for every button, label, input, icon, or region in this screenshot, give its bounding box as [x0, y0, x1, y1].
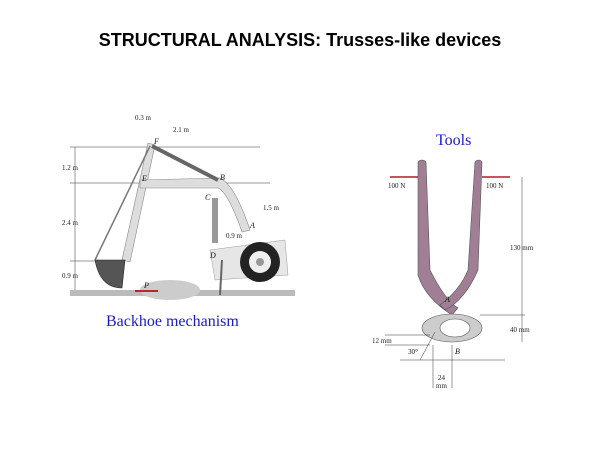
point-d: D: [209, 251, 216, 260]
dim-2.1m: 2.1 m: [173, 126, 190, 134]
angle-label: 30°: [408, 348, 418, 356]
dim-24-unit: mm: [436, 382, 447, 390]
backhoe-diagram: 0.3 m 2.1 m 1.2 m 2.4 m 0.9 m 1.5 m 0.9 …: [62, 114, 295, 300]
force-left-label: 100 N: [388, 182, 405, 190]
point-b: B: [455, 347, 460, 356]
point-e: E: [141, 174, 147, 183]
dim-2.4m: 2.4 m: [62, 219, 79, 227]
point-c: C: [205, 193, 211, 202]
dim-40mm: 40 mm: [510, 326, 530, 334]
point-a: A: [444, 295, 450, 304]
dim-1.5m: 1.5 m: [263, 204, 280, 212]
point-a: A: [249, 221, 255, 230]
dim-130mm: 130 mm: [510, 244, 534, 252]
point-b: B: [220, 173, 225, 182]
dim-12mm: 12 mm: [372, 337, 392, 345]
diagram-mark: [151, 144, 219, 182]
left-handle: [417, 159, 459, 316]
dim-1.2m: 1.2 m: [62, 164, 79, 172]
point-f: F: [153, 137, 159, 146]
point-p: P: [143, 281, 149, 290]
dim-24: 24: [438, 374, 446, 382]
dim-0.3m: 0.3 m: [135, 114, 152, 122]
force-right-label: 100 N: [486, 182, 503, 190]
diagram-mark: [94, 259, 126, 289]
diagram-mark: [256, 258, 264, 266]
dim-0.9m-b: 0.9 m: [226, 232, 243, 240]
diagram-mark: [419, 331, 436, 361]
diagram-mark: [139, 177, 251, 233]
tools-caption: Tools: [436, 132, 472, 149]
diagram-mark: [140, 280, 200, 300]
diagram-mark: [439, 318, 471, 338]
dim-0.9m: 0.9 m: [62, 272, 79, 280]
diagram-mark: [219, 259, 223, 296]
right-handle: [439, 159, 483, 311]
diagram-mark: [212, 198, 218, 243]
backhoe-caption: Backhoe mechanism: [106, 313, 239, 330]
diagram-mark: [121, 142, 156, 263]
pliers-diagram: 100 N 100 N 130 mm 40 mm 12 mm 30° 24 mm…: [372, 159, 534, 390]
slide-title: STRUCTURAL ANALYSIS: Trusses-like device…: [98, 30, 502, 50]
diagram-mark: [94, 145, 151, 261]
